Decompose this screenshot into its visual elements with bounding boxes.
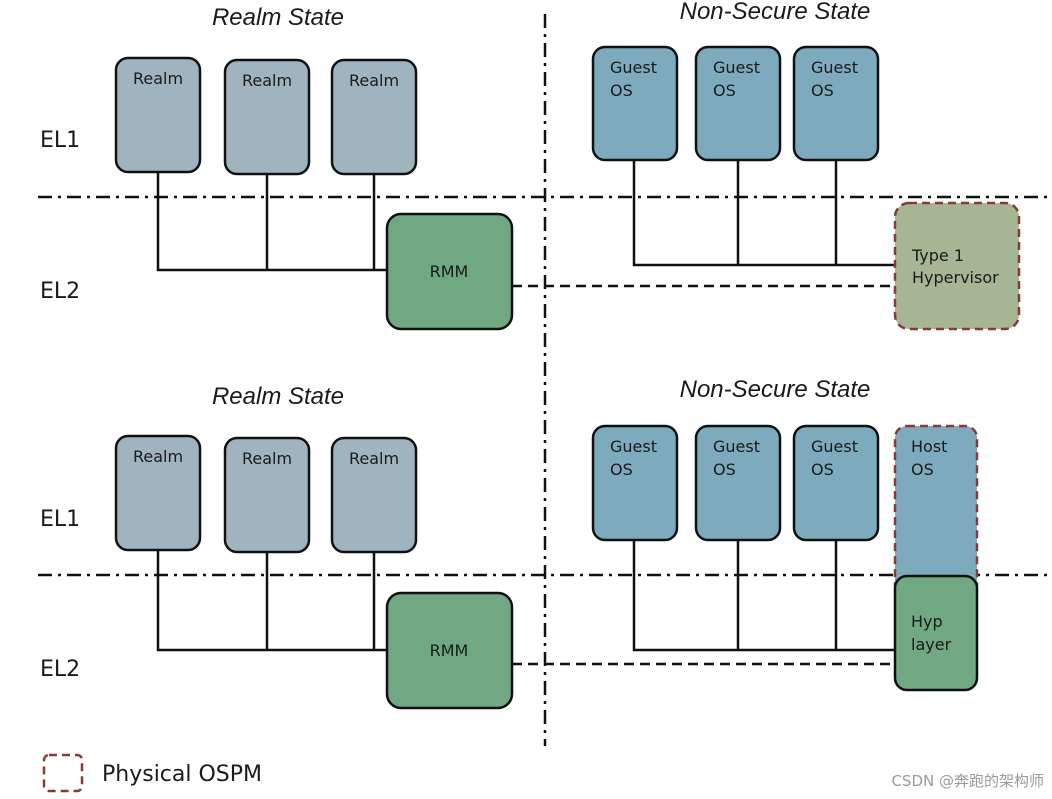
bottom-realm-label: Realm: [349, 449, 399, 468]
top-guest-os-label: OS: [713, 81, 736, 100]
top-guest-os-label: Guest: [713, 58, 760, 77]
bottom-guest-os-box: [694, 424, 782, 542]
physical-ospm-legend-swatch: [42, 753, 84, 793]
bottom-realm-box: [223, 436, 311, 554]
bottom-guest-wire: [632, 540, 896, 652]
top-guest-os-box: [591, 45, 679, 162]
top-rmm-label: RMM: [430, 262, 469, 281]
bottom-guest-os-label: Guest: [713, 437, 760, 456]
top-realm-box: [223, 58, 311, 176]
bottom-realm-state-title: Realm State: [212, 383, 344, 410]
top-realm-label: Realm: [242, 71, 292, 90]
top-el2-label: EL2: [40, 279, 80, 304]
legend: Physical OSPM: [42, 753, 262, 793]
bottom-guest-os-box: [591, 424, 679, 542]
bottom-rmm-box: [385, 591, 514, 710]
bottom-host-os-label: Host: [911, 437, 947, 456]
top-guest-os-box: [694, 45, 782, 162]
top-realm-box: [330, 58, 418, 176]
top-realm-label: Realm: [133, 69, 183, 88]
top-realm-wire: [156, 172, 388, 272]
bottom-realm-label: Realm: [133, 447, 183, 466]
bottom-guest-os-label: Guest: [610, 437, 657, 456]
bottom-guest-os-label: Guest: [811, 437, 858, 456]
top-guest-os-label: OS: [610, 81, 633, 100]
bottom-realm-box: [114, 434, 202, 552]
top-guest-os-label: Guest: [610, 58, 657, 77]
top-guest-os-label: Guest: [811, 58, 858, 77]
top-realm-state-title: Realm State: [212, 4, 344, 31]
bottom-non-secure-state-title: Non-Secure State: [680, 376, 871, 403]
bottom-el2-label: EL2: [40, 657, 80, 682]
top-non-secure-state-title: Non-Secure State: [680, 0, 871, 25]
top-realm-label: Realm: [349, 71, 399, 90]
top-diagram: Realm State Non-Secure State EL1 EL2 Rea…: [38, 0, 1048, 331]
top-guest-os-label: OS: [811, 81, 834, 100]
bottom-rmm-label: RMM: [430, 641, 469, 660]
physical-ospm-legend-label: Physical OSPM: [102, 762, 262, 787]
bottom-hyp-layer-label: layer: [911, 635, 952, 654]
top-type1-hypervisor-box: [893, 201, 1021, 331]
bottom-realm-label: Realm: [242, 449, 292, 468]
top-hypervisor-label: Type 1: [911, 246, 964, 265]
bottom-host-os-label: OS: [911, 460, 934, 479]
bottom-guest-os-label: OS: [610, 460, 633, 479]
top-guest-os-box: [792, 45, 880, 162]
bottom-hyp-layer-box: [893, 574, 979, 692]
bottom-el1-label: EL1: [40, 507, 80, 532]
bottom-guest-os-box: [792, 424, 880, 542]
top-rmm-box: [385, 212, 514, 331]
bottom-guest-os-label: OS: [811, 460, 834, 479]
bottom-diagram: Realm State Non-Secure State EL1 EL2 Rea…: [38, 376, 1048, 710]
bottom-realm-box: [330, 436, 418, 554]
bottom-host-os-box: [893, 424, 979, 598]
bottom-guest-os-label: OS: [713, 460, 736, 479]
bottom-hyp-layer-label: Hyp: [911, 612, 943, 631]
top-guest-wire: [632, 160, 896, 267]
top-el1-label: EL1: [40, 128, 80, 153]
top-hypervisor-label: Hypervisor: [912, 268, 999, 287]
bottom-realm-wire: [156, 550, 388, 652]
watermark: CSDN @奔跑的架构师: [891, 772, 1044, 790]
top-realm-box: [114, 56, 202, 174]
